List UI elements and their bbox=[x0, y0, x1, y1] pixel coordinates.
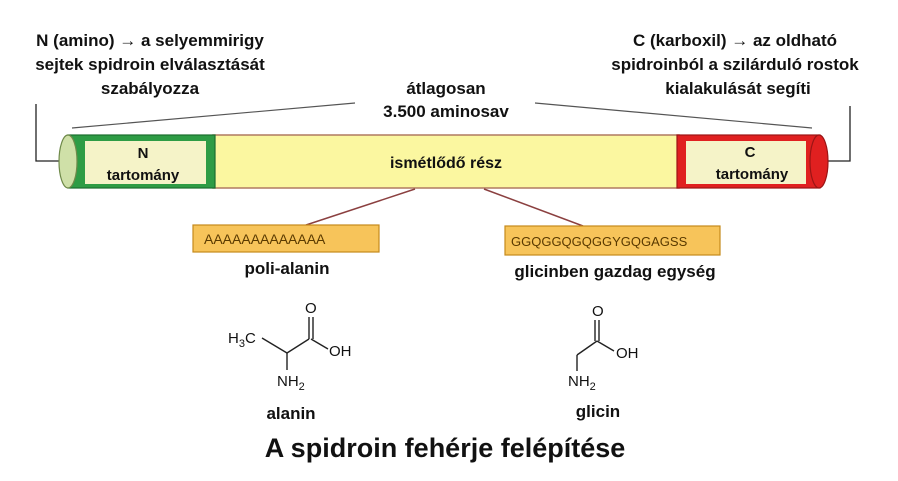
gly-rich-box bbox=[504, 225, 721, 256]
alanine-amino: NH2 bbox=[277, 373, 305, 393]
c-domain-label-1: C bbox=[745, 144, 756, 161]
n-note-line-1: N (amino) → a selyemmirigy bbox=[36, 31, 264, 50]
c-domain-box bbox=[686, 141, 806, 184]
n-domain-box bbox=[85, 141, 206, 184]
c-note-connector bbox=[824, 106, 851, 162]
gly-rich-connector bbox=[483, 188, 584, 227]
n-note-line-2: sejtek spidroin elválasztását bbox=[35, 55, 265, 74]
n-domain-label-2: tartomány bbox=[107, 167, 180, 184]
protein-bar bbox=[58, 134, 829, 189]
glycine-oxygen: O bbox=[592, 303, 604, 320]
repeat-region-label: ismétlődő rész bbox=[390, 155, 502, 172]
length-label: átlagosan 3.500 aminosav bbox=[383, 79, 509, 121]
glycine-name: glicin bbox=[576, 402, 620, 421]
length-span-right bbox=[534, 102, 813, 129]
poly-ala-box bbox=[192, 224, 380, 253]
c-domain-label-2: tartomány bbox=[716, 166, 789, 183]
glycine-structure bbox=[576, 320, 615, 371]
gly-rich-label: glicinben gazdag egység bbox=[514, 262, 715, 281]
poly-ala-connector bbox=[305, 188, 416, 226]
alanine-structure bbox=[261, 317, 329, 370]
alanine-name: alanin bbox=[266, 404, 315, 423]
c-note-line-2: spidroinból a szilárduló rostok bbox=[611, 55, 859, 74]
alanine-methyl: H3C bbox=[228, 330, 256, 350]
c-terminal-note: C (karboxil) → az oldható spidroinból a … bbox=[611, 31, 859, 98]
alanine-oxygen: O bbox=[305, 300, 317, 317]
c-end-cap bbox=[809, 134, 829, 189]
n-terminal-note: N (amino) → a selyemmirigy sejtek spidro… bbox=[35, 31, 265, 98]
gly-rich-sequence: GGQGGQGQGGYGQGAGSS bbox=[511, 234, 688, 249]
glycine-amino: NH2 bbox=[568, 373, 596, 393]
n-end-cap bbox=[58, 134, 78, 189]
glycine-hydroxyl: OH bbox=[616, 345, 639, 362]
length-span-left bbox=[71, 102, 356, 129]
n-note-line-3: szabályozza bbox=[101, 79, 200, 98]
length-line-1: átlagosan bbox=[406, 79, 485, 98]
n-note-connector bbox=[35, 104, 68, 162]
poly-ala-sequence: AAAAAAAAAAAAA bbox=[204, 231, 326, 247]
c-note-line-3: kialakulását segíti bbox=[665, 79, 811, 98]
n-domain-label-1: N bbox=[138, 145, 149, 162]
poly-ala-label: poli-alanin bbox=[245, 259, 330, 278]
length-line-2: 3.500 aminosav bbox=[383, 102, 509, 121]
alanine-hydroxyl: OH bbox=[329, 343, 352, 360]
c-note-line-1: C (karboxil) → az oldható bbox=[633, 31, 837, 50]
diagram-title: A spidroin fehérje felépítése bbox=[265, 433, 626, 463]
